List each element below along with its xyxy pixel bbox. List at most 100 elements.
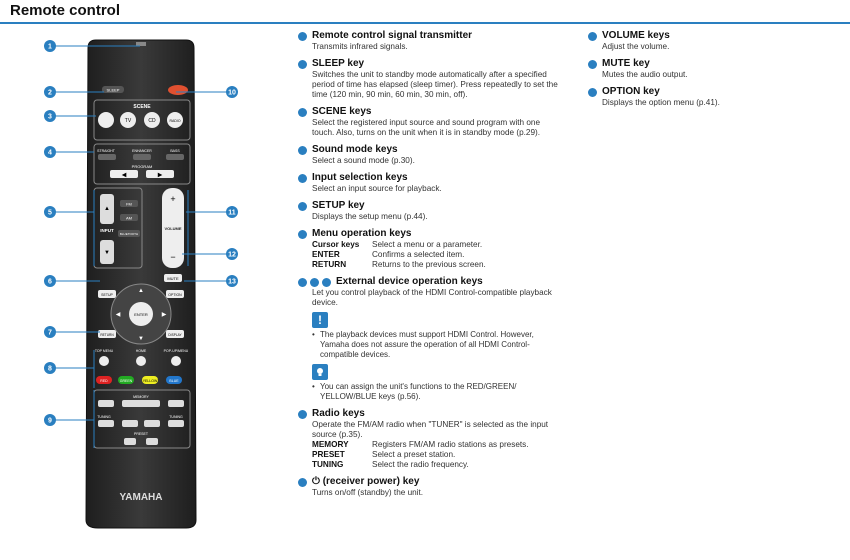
kv-key: PRESET	[312, 450, 345, 459]
item-title: SCENE keys	[312, 106, 372, 117]
bullet-icon	[298, 145, 307, 155]
item-scene: SCENE keys Select the registered input s…	[298, 106, 560, 138]
svg-text:▼: ▼	[138, 336, 144, 342]
callout-11: 11	[228, 210, 236, 217]
bullet-icon	[298, 201, 307, 211]
key-descriptions-column-1: Remote control signal transmitter Transm…	[298, 30, 560, 504]
brand-logo: YAMAHA	[120, 492, 163, 503]
bullet-icon	[298, 31, 307, 41]
sleep-label: SLEEP	[107, 88, 120, 93]
svg-text:◀: ◀	[122, 173, 127, 179]
item-title: VOLUME keys	[602, 30, 670, 41]
bullet-icon	[298, 173, 307, 183]
callout-12: 12	[228, 252, 236, 259]
item-desc: Mutes the audio output.	[602, 70, 688, 79]
item-power: ⏻ (receiver power) key Turns on/off (sta…	[298, 476, 560, 498]
item-menu-operation: Menu operation keys Cursor keys Select a …	[298, 228, 560, 270]
callout-2: 2	[48, 90, 52, 97]
kv-key: MEMORY	[312, 440, 349, 449]
svg-text:▶: ▶	[158, 173, 163, 179]
kv-value: Returns to the previous screen.	[372, 260, 486, 269]
note-text: You can assign the unit's functions to t…	[312, 382, 560, 402]
tuning-right-label: TUNING	[169, 415, 183, 419]
callout-9: 9	[48, 418, 52, 425]
return-label: RETURN	[100, 333, 114, 337]
item-title: SLEEP key	[312, 58, 365, 69]
bullet-icon	[298, 409, 307, 419]
item-desc: Displays the setup menu (p.44).	[312, 212, 428, 221]
item-title: Menu operation keys	[312, 228, 412, 239]
item-desc: Let you control playback of the HDMI Con…	[312, 288, 552, 307]
svg-text:▼: ▼	[104, 250, 110, 256]
am-label: AM	[126, 216, 132, 221]
title-rule	[0, 22, 850, 24]
display-label: DISPLAY	[168, 333, 182, 337]
kv-value: Registers FM/AM radio stations as preset…	[372, 440, 529, 449]
enter-label: ENTER	[134, 312, 148, 317]
callout-13: 13	[228, 279, 236, 286]
cd-key-label: CD	[148, 118, 156, 124]
item-title: Remote control signal transmitter	[312, 30, 473, 41]
bluetooth-label: BLUETOOTH	[120, 232, 138, 236]
item-desc: Switches the unit to standby mode automa…	[312, 70, 558, 99]
kv-key: TUNING	[312, 460, 344, 469]
kv-value: Select a menu or a parameter.	[372, 240, 483, 249]
program-label: PROGRAM	[132, 164, 153, 169]
item-desc: Displays the option menu (p.41).	[602, 98, 720, 107]
bullet-icon	[322, 277, 331, 287]
bullet-icon	[298, 477, 307, 487]
blue-label: BLUE	[169, 379, 179, 383]
input-label: INPUT	[100, 228, 114, 233]
item-external-device: External device operation keys Let you c…	[298, 276, 560, 402]
item-volume: VOLUME keys Adjust the volume.	[588, 30, 828, 52]
item-title: External device operation keys	[336, 276, 483, 287]
svg-text:▲: ▲	[138, 288, 144, 294]
item-sound-mode: Sound mode keys Select a sound mode (p.3…	[298, 144, 560, 166]
bass-label: BASS	[170, 149, 180, 153]
callout-5: 5	[48, 210, 52, 217]
item-desc: Select a sound mode (p.30).	[312, 156, 415, 165]
popup-menu-label: POP-UP/MENU	[164, 349, 189, 353]
key-descriptions-column-2: VOLUME keys Adjust the volume. MUTE key …	[588, 30, 828, 114]
yellow-label: YELLOW	[143, 379, 158, 383]
item-desc: Operate the FM/AM radio when "TUNER" is …	[312, 420, 549, 439]
home-label: HOME	[136, 349, 147, 353]
item-mute: MUTE key Mutes the audio output.	[588, 58, 828, 80]
callout-8: 8	[48, 366, 52, 373]
callout-6: 6	[48, 279, 52, 286]
preset-label: PRESET	[134, 432, 149, 436]
red-label: RED	[100, 379, 108, 383]
svg-text:▲: ▲	[104, 206, 110, 212]
tip-lightbulb-icon	[312, 364, 328, 380]
callout-4: 4	[48, 150, 52, 157]
item-title: Radio keys	[312, 408, 365, 419]
radio-key-label: RADIO	[169, 119, 180, 123]
fm-label: FM	[126, 202, 132, 207]
bullet-icon	[310, 277, 319, 287]
bullet-icon	[588, 31, 597, 41]
item-sleep: SLEEP key Switches the unit to standby m…	[298, 58, 560, 100]
item-setup: SETUP key Displays the setup menu (p.44)…	[298, 200, 560, 222]
item-transmitter: Remote control signal transmitter Transm…	[298, 30, 560, 52]
option-label: OPTION	[168, 293, 182, 297]
item-title: ⏻ (receiver power) key	[312, 476, 420, 487]
straight-label: STRAIGHT	[97, 149, 116, 153]
page-title: Remote control	[10, 2, 121, 19]
callout-3: 3	[48, 114, 52, 121]
top-menu-label: TOP MENU	[95, 349, 114, 353]
kv-key: Cursor keys	[312, 240, 360, 249]
volume-label: VOLUME	[164, 226, 181, 231]
callout-10: 10	[228, 90, 236, 97]
bullet-icon	[588, 87, 597, 97]
mute-label: MUTE	[167, 276, 179, 281]
bullet-icon	[298, 277, 307, 287]
green-label: GREEN	[120, 379, 133, 383]
bullet-icon	[588, 59, 597, 69]
callout-1: 1	[48, 44, 52, 51]
scene-label: SCENE	[133, 104, 151, 110]
remote-illustration: SLEEP SCENE TV CD RADIO STRAIGHT ENHANCE…	[44, 39, 238, 529]
item-radio: Radio keys Operate the FM/AM radio when …	[298, 408, 560, 470]
bullet-icon	[298, 229, 307, 239]
item-desc: Adjust the volume.	[602, 42, 670, 51]
svg-text:−: −	[170, 252, 175, 262]
